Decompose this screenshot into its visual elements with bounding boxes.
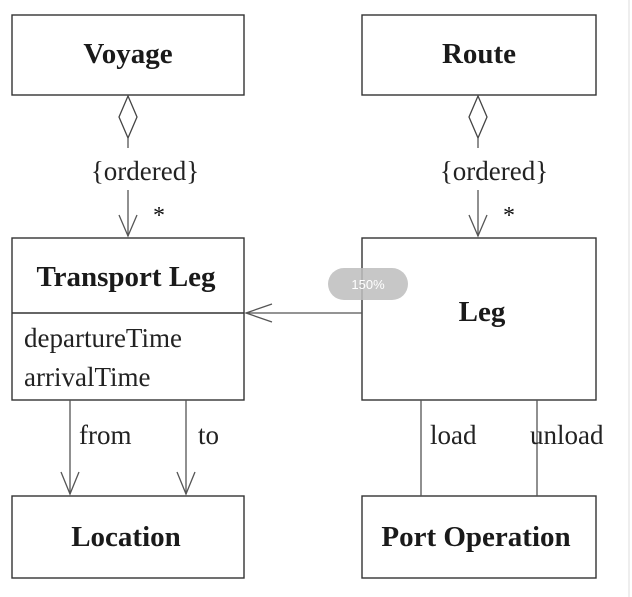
class-route-name: Route: [442, 38, 516, 70]
role-load: load: [430, 420, 477, 450]
class-transport-leg[interactable]: Transport Leg departureTime arrivalTime: [11, 237, 245, 401]
class-location[interactable]: Location: [11, 495, 245, 579]
association-from-location: from: [60, 400, 131, 496]
multiplicity-voyage-legs: *: [153, 203, 165, 229]
role-unload: unload: [530, 420, 604, 450]
role-to: to: [198, 420, 219, 450]
class-route[interactable]: Route: [361, 14, 597, 96]
navigability-arrow-icon: [176, 471, 196, 496]
navigability-arrow-icon: [118, 214, 138, 238]
association-load: load: [420, 400, 477, 496]
constraint-ordered-voyage: {ordered}: [91, 156, 199, 186]
class-port-operation-name: Port Operation: [381, 521, 570, 553]
zoom-indicator: 150%: [328, 268, 408, 300]
association-route-leg: {ordered} *: [440, 94, 548, 238]
association-leg-transport-leg: [244, 303, 362, 323]
association-unload: unload: [530, 400, 604, 496]
attribute-departure-time: departureTime: [24, 323, 182, 353]
constraint-ordered-route: {ordered}: [440, 156, 548, 186]
navigability-arrow-icon: [468, 214, 488, 238]
zoom-level-text: 150%: [351, 277, 385, 292]
class-leg-box: [361, 237, 597, 401]
class-route-box: [361, 14, 597, 96]
multiplicity-route-legs: *: [503, 203, 515, 229]
class-location-box: [11, 495, 245, 579]
class-transport-leg-name: Transport Leg: [36, 261, 216, 293]
class-port-operation-box: [361, 495, 597, 579]
aggregation-diamond-icon: [118, 94, 138, 140]
class-voyage[interactable]: Voyage: [11, 14, 245, 96]
aggregation-diamond-icon: [468, 94, 488, 140]
role-from: from: [79, 420, 131, 450]
class-transport-leg-box: [11, 237, 245, 401]
class-port-operation[interactable]: Port Operation: [361, 495, 597, 579]
association-voyage-transport-leg: {ordered} *: [91, 94, 199, 238]
class-location-name: Location: [71, 521, 181, 553]
navigability-arrow-icon: [60, 471, 80, 496]
association-to-location: to: [176, 400, 219, 496]
navigability-arrow-icon: [244, 303, 273, 323]
class-leg[interactable]: Leg: [361, 237, 597, 401]
attribute-arrival-time: arrivalTime: [24, 362, 150, 392]
zoom-indicator-pill: [328, 268, 408, 300]
class-voyage-name: Voyage: [83, 38, 172, 70]
class-leg-name: Leg: [459, 296, 506, 328]
